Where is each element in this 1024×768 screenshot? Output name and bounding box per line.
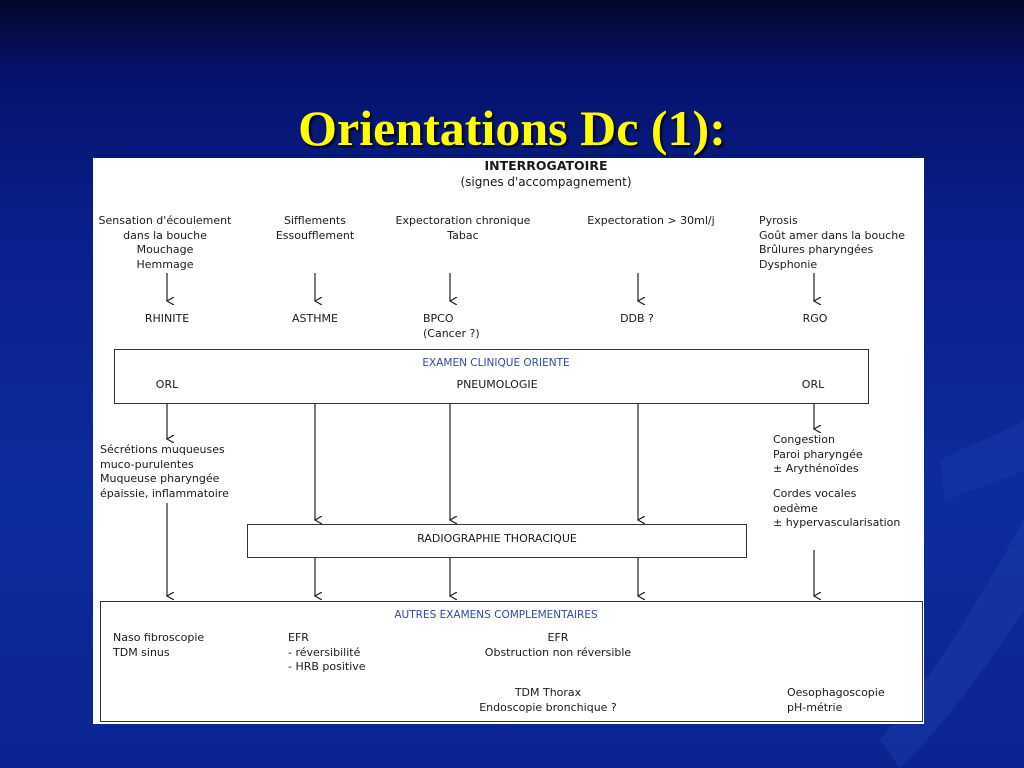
examen-clinique-box — [114, 349, 869, 404]
autres-examens-box — [100, 601, 923, 722]
examens-oesophagoscopie: Oesophagoscopie pH-métrie — [787, 686, 885, 714]
symptom-bpco: Expectoration chronique Tabac — [395, 214, 531, 242]
examens-naso: Naso fibroscopie TDM sinus — [113, 631, 205, 659]
interrogatoire-title: INTERROGATOIRE — [484, 158, 608, 173]
findings-orl-left: Sécrétions muqueuses muco-purulentes Muq… — [100, 443, 229, 500]
findings-orl-right-1: Congestion Paroi pharyngée ± Arythénoïde… — [773, 433, 863, 475]
examen-clinique-title: EXAMEN CLINIQUE ORIENTE — [422, 357, 570, 369]
symptom-rhinite: Sensation d'écoulement dans la bouche Mo… — [98, 214, 232, 271]
symptom-ddb: Expectoration > 30ml/j — [587, 214, 715, 227]
interrogatoire-subtitle: (signes d'accompagnement) — [460, 175, 632, 189]
diagnosis-asthme: ASTHME — [292, 312, 338, 325]
examens-efr-reversible: EFR - réversibilité - HRB positive — [288, 631, 366, 673]
autres-examens-title: AUTRES EXAMENS COMPLEMENTAIRES — [394, 609, 598, 621]
examen-clinique-pneumologie: PNEUMOLOGIE — [456, 378, 538, 391]
examen-clinique-orl-right: ORL — [801, 378, 825, 391]
flow-arrows — [93, 273, 924, 724]
examens-efr-non-reversible: EFR Obstruction non réversible — [484, 631, 632, 659]
findings-orl-right-2: Cordes vocales oedème ± hypervascularisa… — [773, 487, 901, 529]
radiographie-box — [247, 524, 747, 558]
examens-tdm-thorax: TDM Thorax Endoscopie bronchique ? — [479, 686, 617, 714]
slide-title: Orientations Dc (1): — [298, 99, 726, 156]
symptom-rgo: Pyrosis Goût amer dans la bouche Brûlure… — [759, 214, 905, 271]
symptom-asthme: Sifflements Essoufflement — [275, 214, 355, 242]
diagnosis-bpco: BPCO (Cancer ?) — [423, 312, 480, 340]
diagnostic-flowchart: INTERROGATOIRE (signes d'accompagnement)… — [93, 158, 924, 724]
examen-clinique-orl-left: ORL — [155, 378, 179, 391]
diagnosis-rgo: RGO — [802, 312, 828, 325]
diagnosis-rhinite: RHINITE — [144, 312, 190, 325]
diagnosis-ddb: DDB ? — [620, 312, 654, 325]
radiographie-title: RADIOGRAPHIE THORACIQUE — [417, 532, 577, 545]
